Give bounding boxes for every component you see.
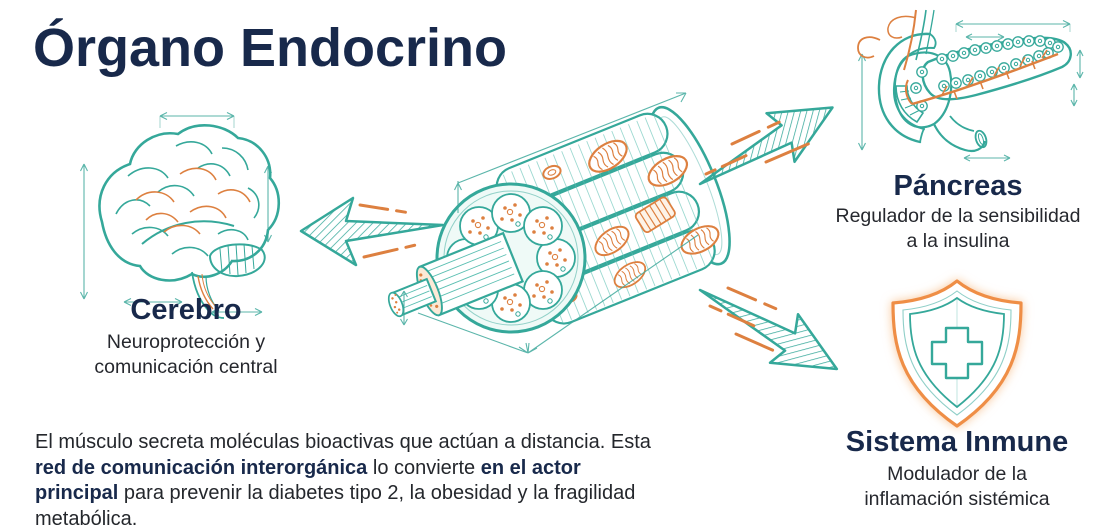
cerebro-subtitle: Neuroprotección y comunicación central [94,331,278,378]
arrow-down-right-icon [698,286,839,371]
pancreas-illustration [857,9,1084,162]
pancreas-heading: Páncreas [893,170,1023,202]
inmune-heading: Sistema Inmune [845,426,1069,458]
cerebro-heading: Cerebro [130,294,242,326]
inmune-subtitle: Modulador de la inflamación sistémica [864,463,1050,510]
pancreas-subtitle: Regulador de la sensibilidad a la insuli… [835,205,1081,252]
arrow-left-icon [299,196,448,267]
muscle-fiber-illustration [387,92,731,354]
footer-paragraph: El músculo secreta moléculas bioactivas … [35,431,651,526]
brain-illustration [80,112,281,319]
page-title: Órgano Endocrino [33,18,508,79]
arrow-up-right-icon [698,104,838,186]
shield-cross-icon [891,279,1023,428]
